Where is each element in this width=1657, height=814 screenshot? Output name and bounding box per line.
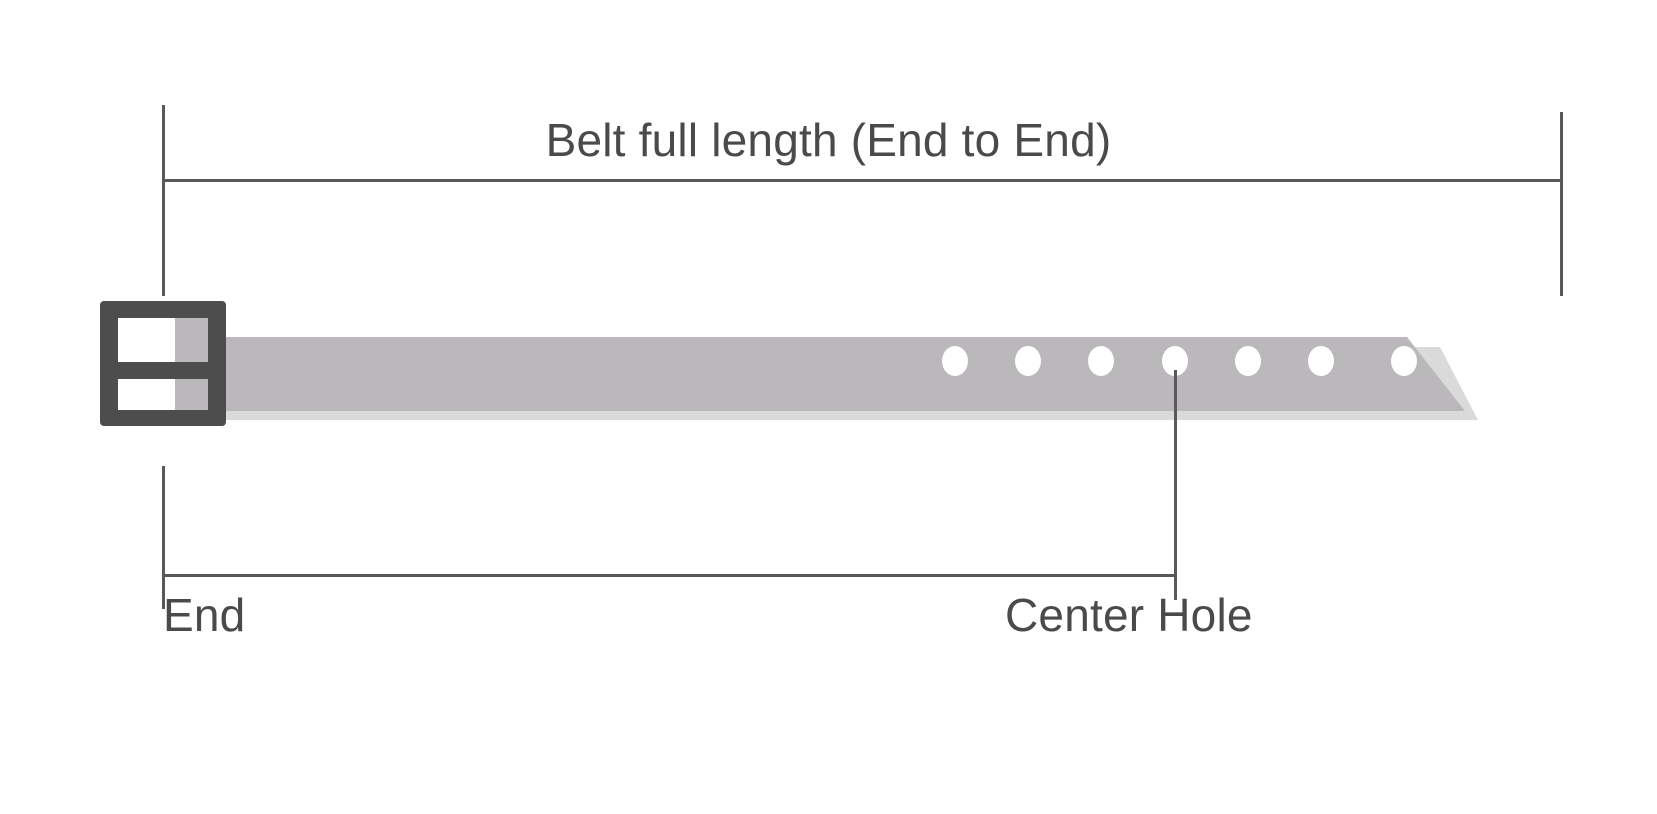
belt-buckle-group [100,301,226,426]
bottom-dimension-group [162,370,1177,609]
top-dimension-group [162,105,1563,296]
buckle-strap-showthrough-upper [175,318,208,362]
buckle-strap-showthrough-lower [175,379,208,410]
belt-hole-4-center [1162,346,1188,376]
top-dimension-label: Belt full length (End to End) [545,114,1112,166]
belt-hole-7 [1391,346,1417,376]
end-label: End [163,589,246,641]
belt-hole-6 [1308,346,1334,376]
belt-graphic-group [100,301,1478,426]
belt-hole-1 [942,346,968,376]
belt-strap [150,337,1465,411]
belt-hole-5 [1235,346,1261,376]
belt-hole-3 [1088,346,1114,376]
belt-holes-group [942,346,1417,376]
belt-hole-2 [1015,346,1041,376]
center-hole-label: Center Hole [1005,589,1253,641]
buckle-prong [118,362,180,379]
